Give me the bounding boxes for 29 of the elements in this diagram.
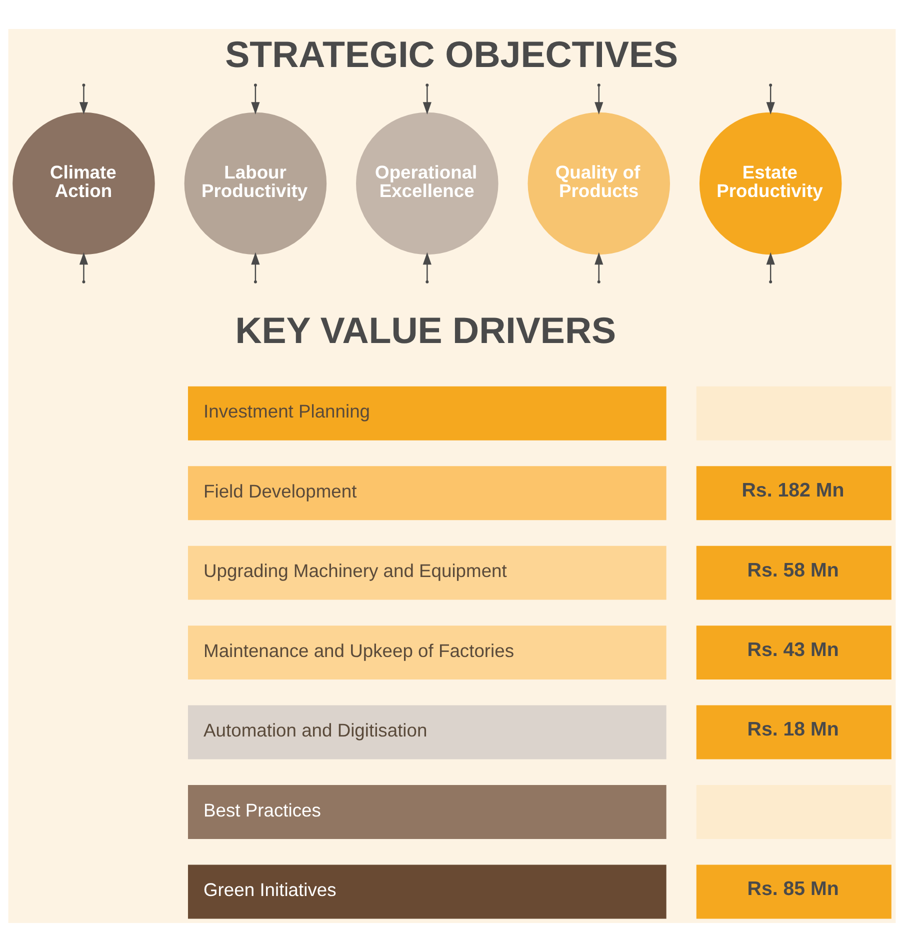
node-box: Rs. 43 Mn	[696, 625, 892, 680]
arrow	[766, 252, 775, 280]
node-circle: Labour Productivity	[184, 112, 327, 254]
arrow	[594, 252, 604, 280]
arrow	[251, 252, 260, 280]
diagram-title: STRATEGIC OBJECTIVES	[225, 34, 678, 75]
node-box: Investment Planning	[188, 386, 666, 440]
arrow	[79, 252, 88, 280]
arrow	[594, 86, 604, 114]
arrow	[422, 86, 432, 114]
node-box: Green Initiatives	[188, 864, 666, 918]
node-box: Field Development	[188, 466, 666, 520]
node-box: Best Practices	[188, 784, 666, 838]
node-box: Maintenance and Upkeep of Factories	[188, 625, 666, 680]
arrow	[766, 86, 775, 114]
node-circle: Climate Action	[12, 112, 155, 254]
node-box: Rs. 182 Mn	[696, 466, 892, 520]
node-box: Automation and Digitisation	[188, 704, 666, 759]
label: KEY VALUE DRIVERS	[235, 309, 616, 350]
arrow	[79, 86, 88, 114]
node-box: Rs. 18 Mn	[696, 704, 892, 759]
node-circle: Operational Excellence	[356, 112, 498, 254]
node-box: Rs. 85 Mn	[696, 864, 892, 918]
node-box: Rs. 58 Mn	[696, 545, 892, 600]
node-box: Upgrading Machinery and Equipment	[188, 545, 666, 600]
node-circle: Estate Productivity	[699, 112, 842, 254]
arrow	[251, 86, 260, 114]
arrow	[422, 252, 432, 280]
node-circle: Quality of Products	[528, 112, 670, 254]
